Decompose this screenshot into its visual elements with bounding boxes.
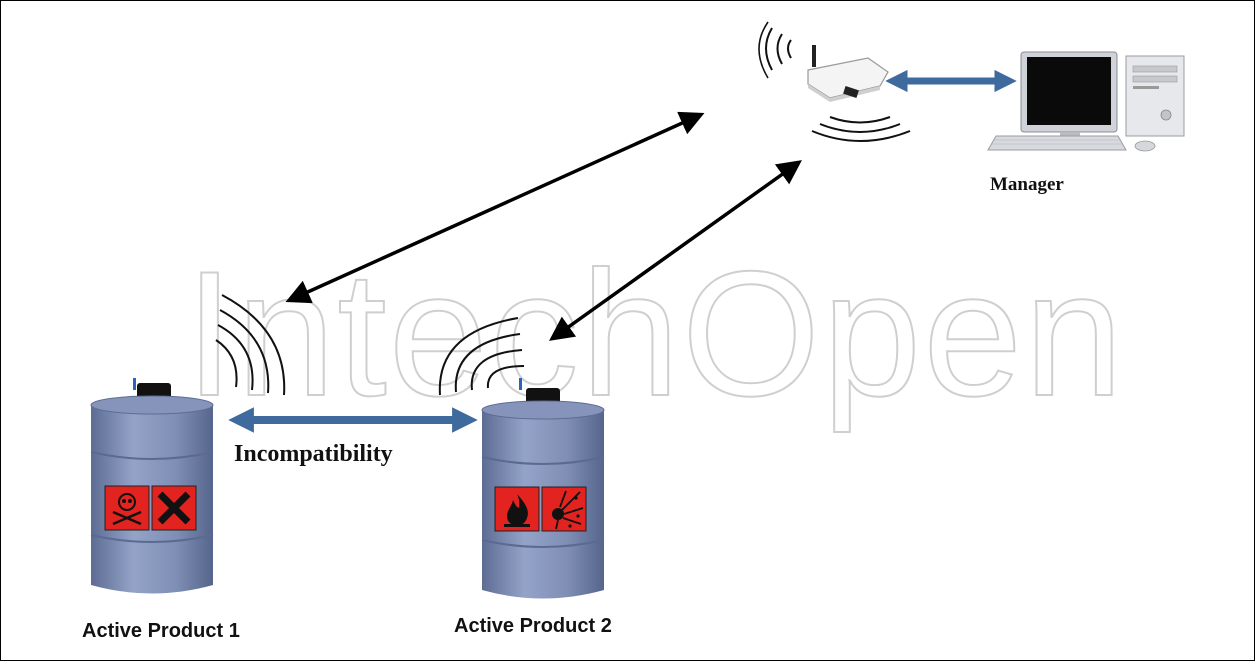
barrel-product-2	[438, 317, 605, 599]
harmful-x-icon	[151, 485, 197, 531]
product-2-label: Active Product 2	[454, 615, 612, 637]
toxic-skull-icon	[104, 485, 150, 531]
desktop-computer-icon	[987, 51, 1185, 152]
wireless-access-point-icon	[758, 21, 911, 142]
incompatibility-label: Incompatibility	[234, 441, 393, 467]
link-arrow-product2-access-point	[549, 160, 802, 341]
link-arrow-product1-access-point	[285, 111, 705, 304]
explosive-icon	[541, 486, 587, 532]
barrel-product-1	[90, 294, 286, 594]
flammable-flame-icon	[494, 486, 540, 532]
product-1-label: Active Product 1	[82, 620, 240, 642]
manager-label: Manager	[990, 174, 1064, 195]
